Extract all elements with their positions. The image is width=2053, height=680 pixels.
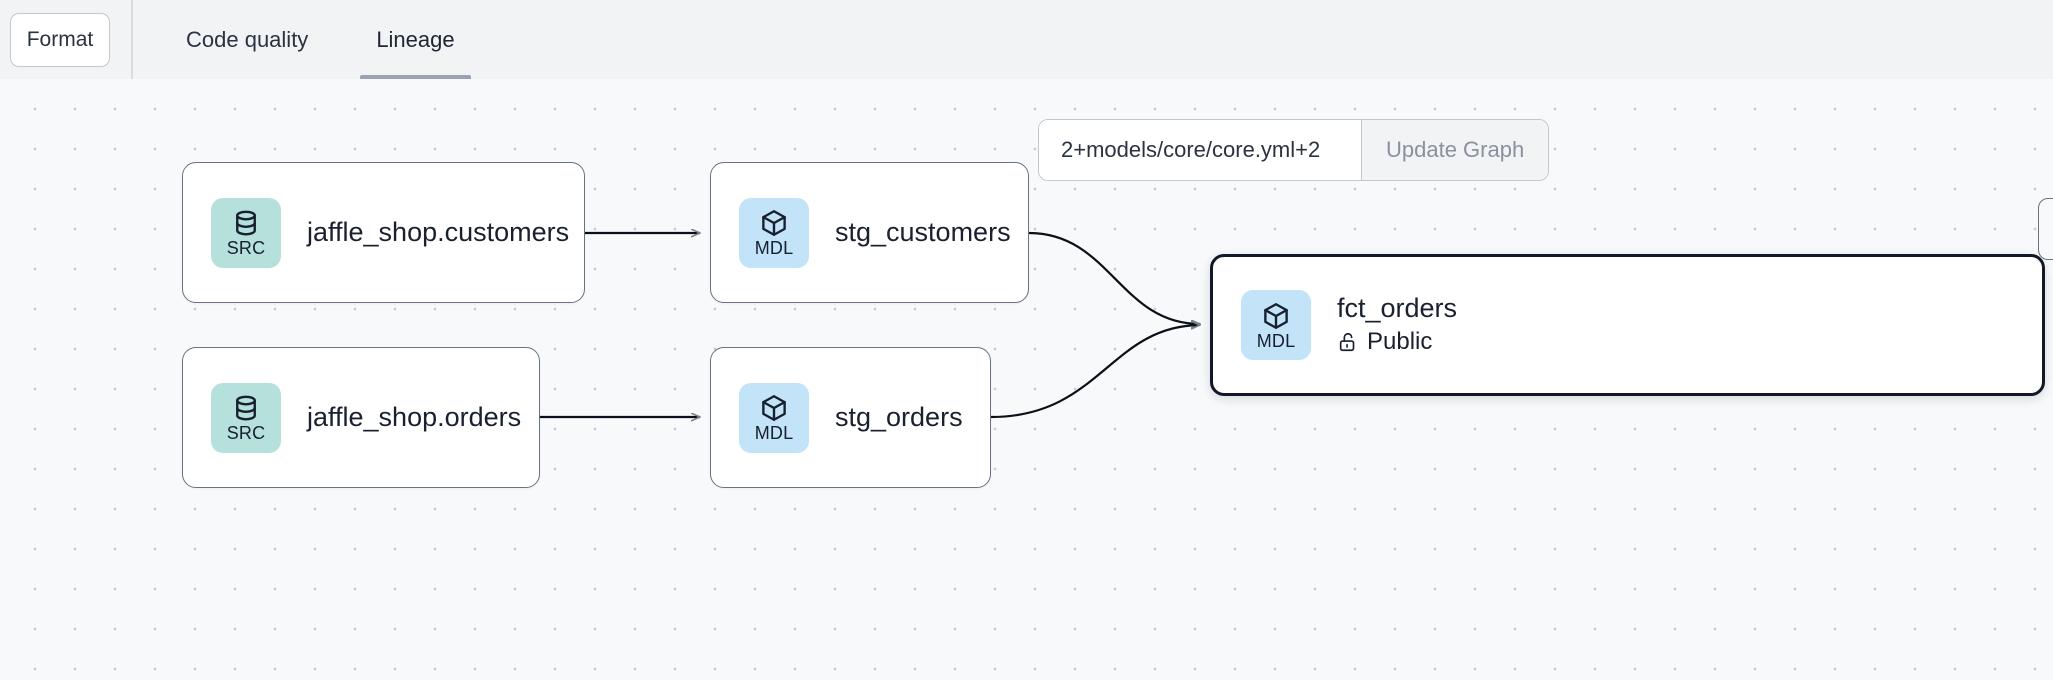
badge-src: SRC: [211, 197, 281, 268]
update-graph-button[interactable]: Update Graph: [1361, 120, 1549, 180]
database-icon: [236, 395, 256, 421]
graph-selector-control: Update Graph: [1038, 119, 1550, 181]
tab-code-quality-label: Code quality: [186, 26, 309, 52]
cube-icon: [762, 210, 786, 236]
node-title: jaffle_shop.orders: [307, 401, 522, 432]
node-access-label: Public: [1367, 327, 1433, 355]
badge-label: SRC: [226, 238, 266, 258]
lineage-canvas[interactable]: SRC jaffle_shop.customers MDL stg_custom…: [0, 79, 2053, 680]
node-body: jaffle_shop.orders: [307, 401, 522, 433]
unlock-icon: [1339, 332, 1355, 351]
badge-mdl: MDL: [739, 197, 809, 268]
node-body: stg_customers: [835, 216, 1011, 248]
cube-icon: [1264, 302, 1288, 329]
lineage-node-stg-orders[interactable]: MDL stg_orders: [710, 347, 991, 488]
badge-mdl: MDL: [1241, 290, 1311, 360]
node-access-badge: Public: [1337, 328, 1457, 356]
badge-src: SRC: [211, 382, 281, 453]
cube-icon: [762, 395, 786, 421]
badge-label: SRC: [226, 423, 266, 443]
tab-lineage-label: Lineage: [376, 26, 455, 52]
graph-extra-button[interactable]: [2038, 198, 2053, 260]
badge-label: MDL: [754, 423, 794, 443]
format-button[interactable]: Format: [10, 13, 110, 67]
node-title: stg_orders: [835, 401, 963, 432]
lineage-node-fct-orders[interactable]: MDL fct_orders Public: [1210, 254, 2045, 396]
node-body: fct_orders Public: [1337, 293, 1458, 356]
lineage-node-jaffle-shop-customers[interactable]: SRC jaffle_shop.customers: [182, 162, 585, 303]
toolbar-divider: [131, 0, 133, 79]
tab-code-quality[interactable]: Code quality: [170, 0, 324, 79]
edge-stgcustomers-to-fctorders: [1028, 231, 1200, 324]
tab-bar: Code quality Lineage: [170, 0, 471, 79]
edge-stgorders-to-fctorders: [990, 325, 1200, 419]
selector-input[interactable]: [1039, 120, 1361, 180]
badge-label: MDL: [754, 238, 794, 258]
badge-label: MDL: [1256, 330, 1296, 351]
node-title: fct_orders: [1337, 293, 1458, 324]
lineage-node-jaffle-shop-orders[interactable]: SRC jaffle_shop.orders: [182, 347, 540, 488]
badge-mdl: MDL: [739, 382, 809, 453]
database-icon: [236, 210, 256, 236]
top-toolbar: Format Code quality Lineage: [0, 0, 2053, 79]
tab-active-underline: [360, 75, 471, 79]
node-body: jaffle_shop.customers: [307, 216, 570, 248]
tab-lineage[interactable]: Lineage: [360, 0, 471, 79]
lineage-node-stg-customers[interactable]: MDL stg_customers: [710, 162, 1029, 303]
node-body: stg_orders: [835, 401, 963, 433]
node-title: jaffle_shop.customers: [307, 216, 570, 247]
node-title: stg_customers: [835, 216, 1011, 247]
